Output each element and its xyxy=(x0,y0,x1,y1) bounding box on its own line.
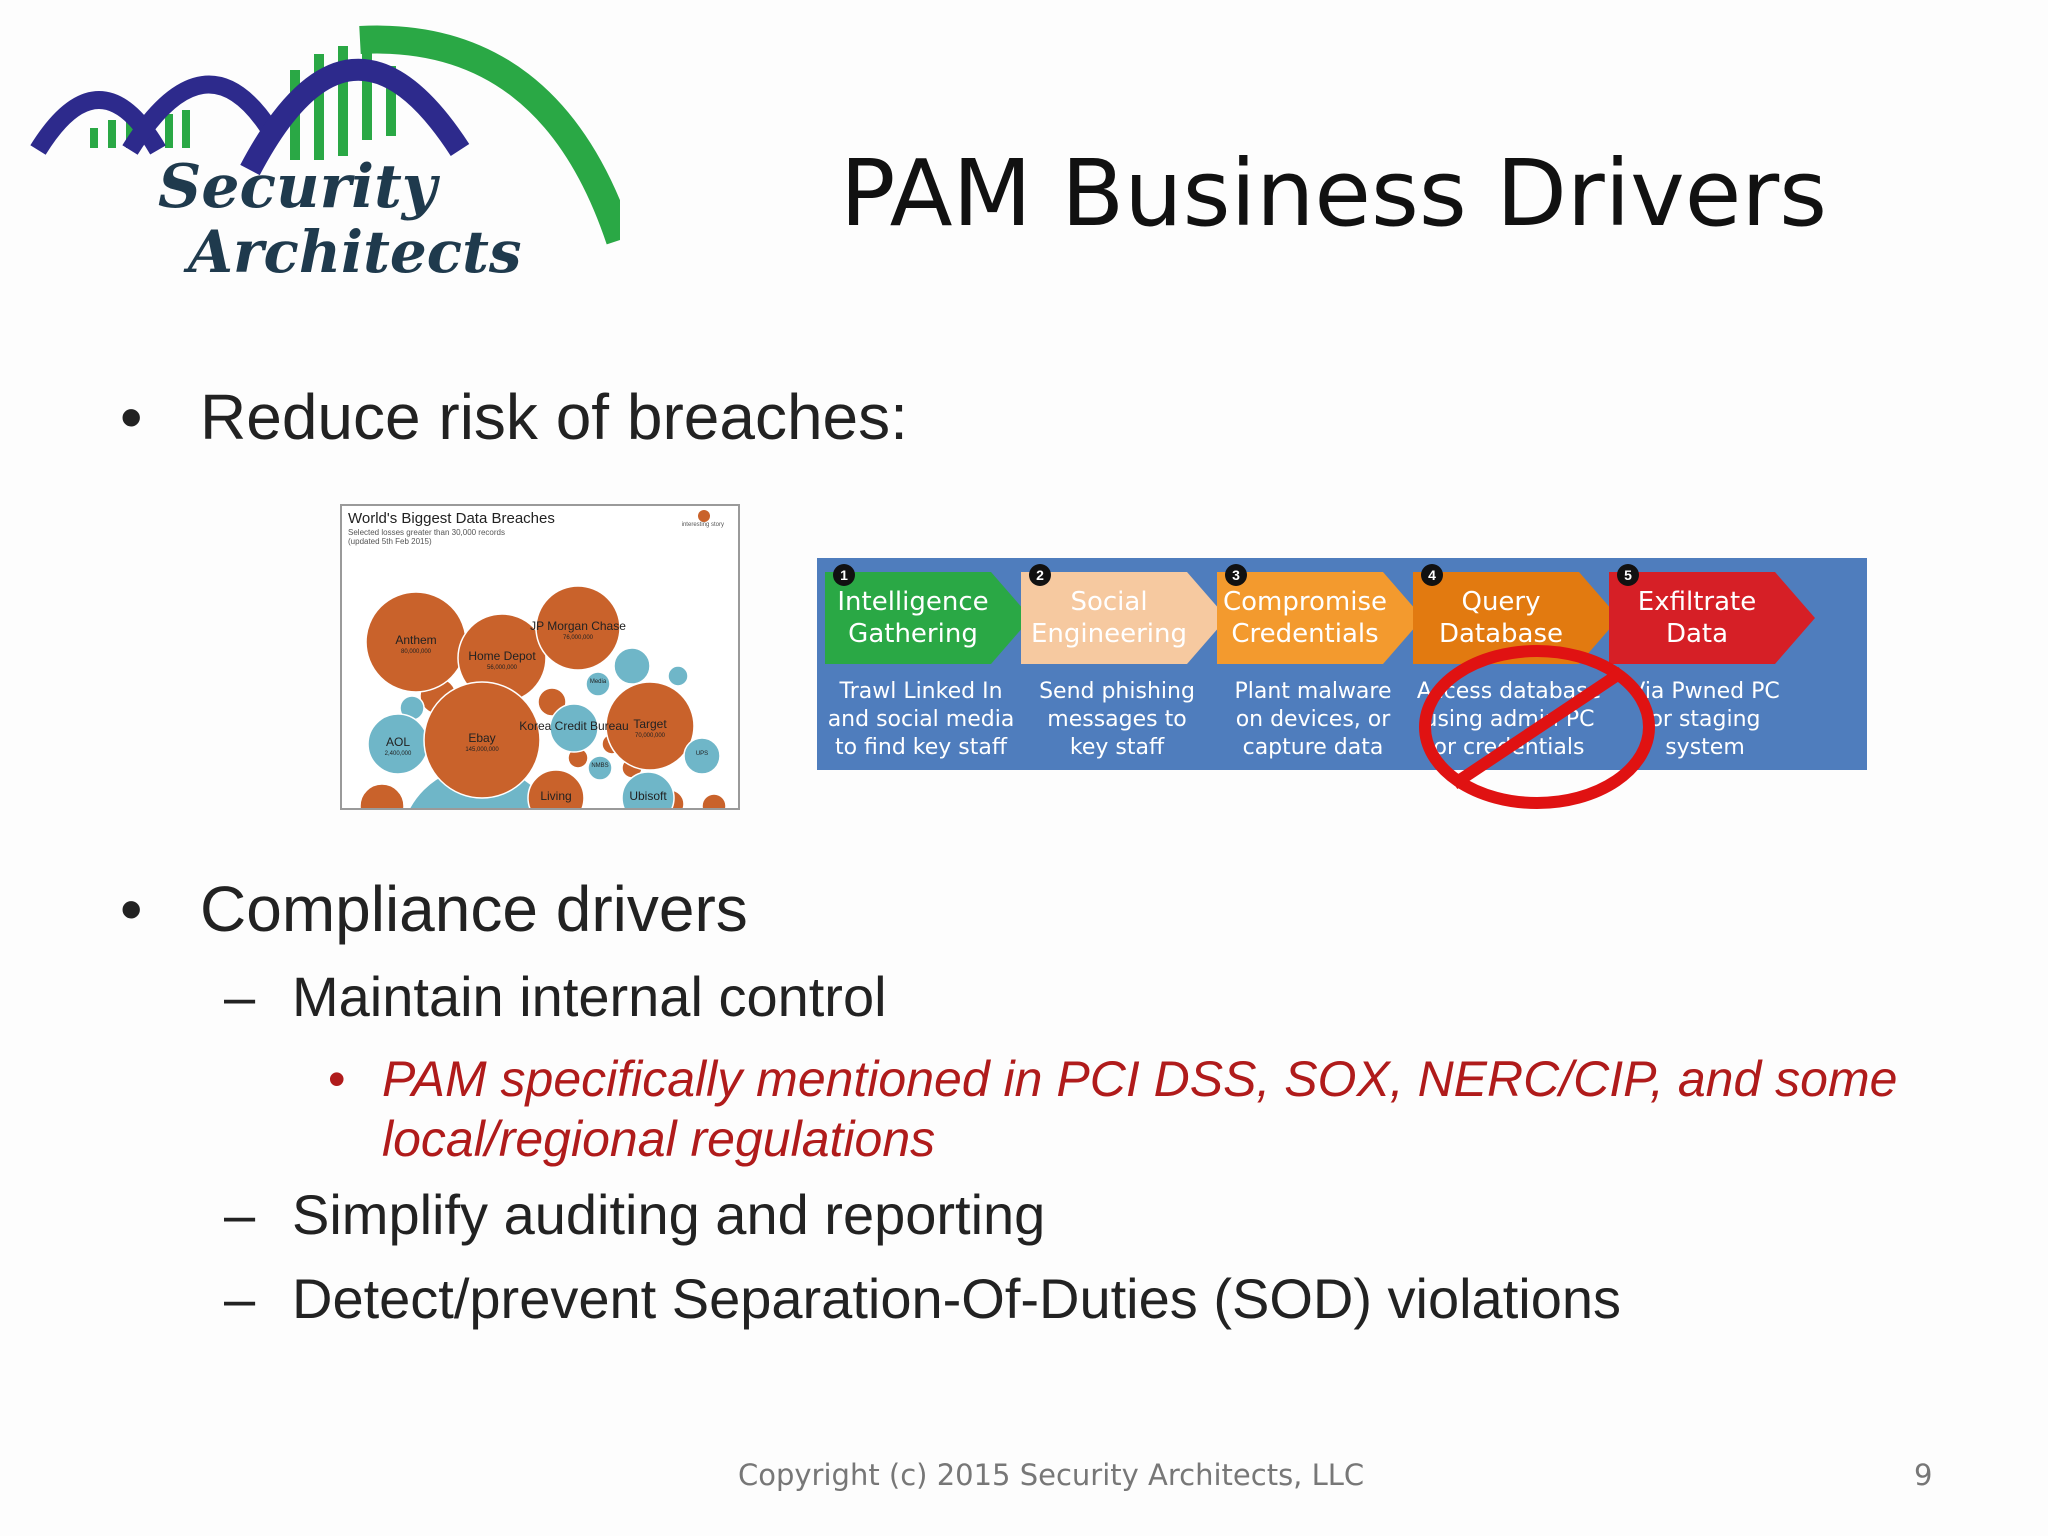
breach-chart-title: World's Biggest Data Breaches xyxy=(348,510,555,527)
slide-title: PAM Business Drivers xyxy=(840,140,1828,247)
breach-bubble-label: UPS xyxy=(695,751,709,757)
breach-bubble-label: Ubisoft xyxy=(629,789,667,803)
breach-bubble-minor xyxy=(613,647,651,685)
breach-bubble xyxy=(605,681,695,771)
breach-bubble-chart: World's Biggest Data Breaches Selected l… xyxy=(340,504,740,810)
dash-marker: – xyxy=(224,1267,256,1330)
breach-bubble xyxy=(549,703,599,753)
breach-bubble-label: Media xyxy=(589,679,607,685)
breach-bubble-label: Korea Credit Bureau xyxy=(519,719,629,733)
bullet-reduce-risk: Reduce risk of breaches: xyxy=(200,381,908,453)
breach-bubble xyxy=(587,755,613,781)
bullet-marker: • xyxy=(120,873,143,945)
breach-bubble-minor xyxy=(701,793,727,808)
story-dot xyxy=(698,510,710,522)
copyright-footer: Copyright (c) 2015 Security Architects, … xyxy=(738,1458,1365,1492)
bridge-logo-icon xyxy=(30,25,634,245)
breach-bubble xyxy=(527,769,585,808)
step-arrow-shape xyxy=(1021,572,1227,664)
breach-bubble-minor xyxy=(667,665,689,687)
sub-simplify-auditing: Simplify auditing and reporting xyxy=(292,1183,1046,1246)
step-number-badge: 2 xyxy=(1029,564,1051,586)
note-pam-regulations-2: local/regional regulations xyxy=(382,1111,936,1167)
page-number: 9 xyxy=(1914,1458,1933,1492)
breach-bubble-label: NMBS xyxy=(591,763,609,769)
step-number-badge: 1 xyxy=(833,564,855,586)
breach-bubble xyxy=(423,681,541,799)
step-number-badge: 3 xyxy=(1225,564,1247,586)
breach-bubble-minor xyxy=(359,783,405,808)
breach-chart-story: interesting story xyxy=(681,522,724,528)
note-pam-regulations-1: PAM specifically mentioned in PCI DSS, S… xyxy=(382,1051,1898,1107)
breach-bubble xyxy=(535,585,621,671)
breach-bubble xyxy=(621,771,675,808)
step-number-badge: 4 xyxy=(1421,564,1443,586)
bullet-compliance: Compliance drivers xyxy=(200,873,748,945)
logo-line2: Architects xyxy=(188,218,522,286)
company-logo: Security Architects xyxy=(30,10,634,300)
sub-maintain-control: Maintain internal control xyxy=(292,965,887,1028)
breach-bubble xyxy=(683,737,721,775)
breach-bubbles xyxy=(359,510,727,808)
dash-marker: – xyxy=(224,965,256,1028)
prohibited-icon xyxy=(1419,645,1655,809)
step-number-badge: 5 xyxy=(1617,564,1639,586)
breach-chart-updated: (updated 5th Feb 2015) xyxy=(348,537,432,546)
step-arrow-shape xyxy=(1609,572,1815,664)
breach-chart-subtitle: Selected losses greater than 30,000 reco… xyxy=(348,528,505,537)
step-arrow-shape xyxy=(1217,572,1423,664)
dash-marker: – xyxy=(224,1183,256,1246)
breach-bubble-label: Living xyxy=(540,789,572,803)
logo-line1: Security xyxy=(158,152,437,222)
step-arrow-shape xyxy=(825,572,1031,664)
bullet-marker: • xyxy=(120,381,143,453)
step-arrow-shape xyxy=(1413,572,1619,664)
sub-detect-sod: Detect/prevent Separation-Of-Duties (SOD… xyxy=(292,1267,1621,1330)
bullet-marker-red: • xyxy=(328,1051,346,1107)
breach-bubble xyxy=(585,671,611,697)
